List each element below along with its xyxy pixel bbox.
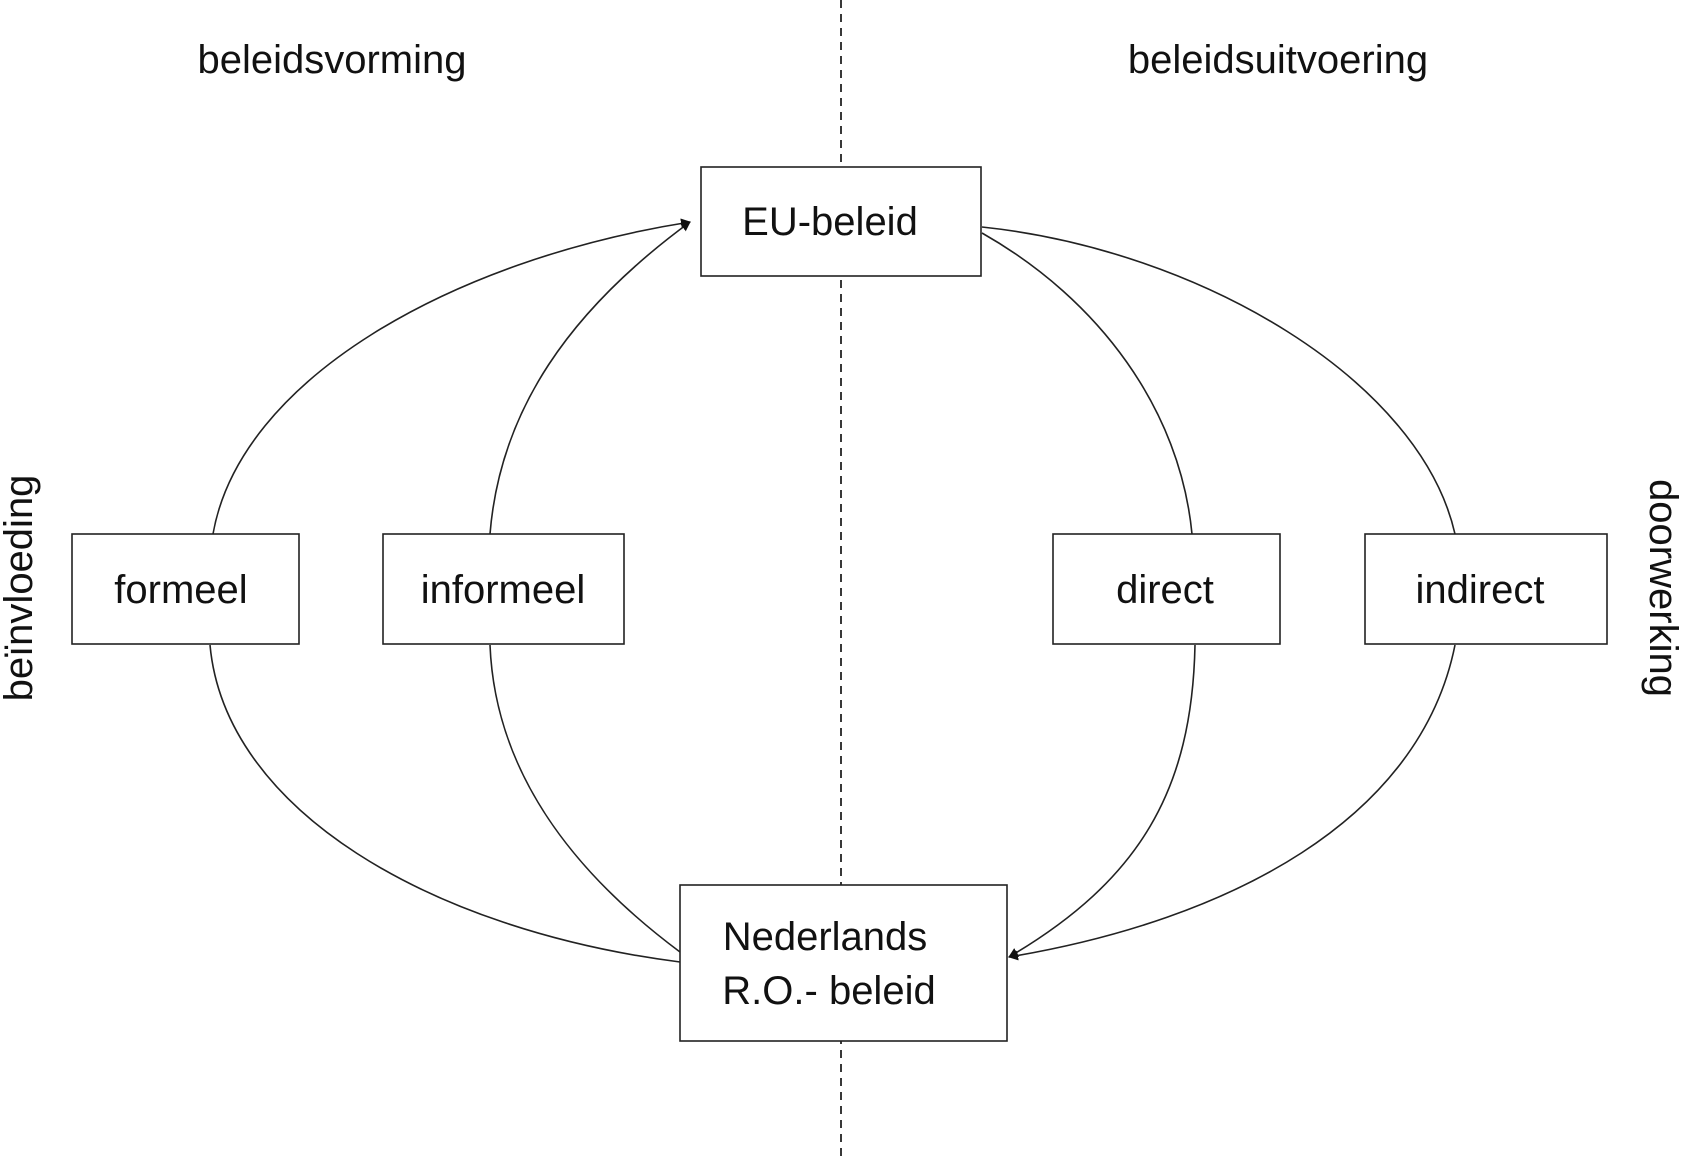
connector-eu-indirect: [981, 226, 1456, 535]
connector-direct-nl: [1008, 644, 1196, 958]
header-beleidsuitvoering: beleidsuitvoering: [1128, 38, 1428, 82]
node-nederlands-label-line2: R.O.- beleid: [722, 969, 935, 1013]
connector-nl-formeel: [209, 644, 681, 963]
node-eu-beleid: EU-beleid: [700, 166, 982, 277]
node-formeel: formeel: [71, 533, 300, 645]
node-indirect: indirect: [1364, 533, 1608, 645]
node-formeel-label: formeel: [114, 568, 247, 612]
node-nederlands-label-line1: Nederlands: [723, 915, 928, 959]
connector-formeel-eu: [212, 218, 691, 535]
side-label-beinvloeding: beïnvloeding: [0, 475, 41, 702]
header-beleidsvorming: beleidsvorming: [197, 38, 466, 82]
node-informeel-label: informeel: [421, 568, 586, 612]
side-label-doorwerking: doorwerking: [1641, 479, 1683, 697]
connector-eu-direct: [981, 232, 1193, 535]
node-indirect-label: indirect: [1416, 568, 1545, 612]
node-informeel: informeel: [382, 533, 625, 645]
node-eu-beleid-label: EU-beleid: [742, 200, 918, 244]
node-nederlands-ro-beleid: Nederlands R.O.- beleid: [679, 884, 1008, 1042]
connector-indirect-nl: [1008, 644, 1456, 961]
connector-nl-informeel: [489, 644, 681, 953]
node-direct-label: direct: [1116, 568, 1214, 612]
connector-informeel-eu: [489, 221, 691, 535]
node-direct: direct: [1052, 533, 1281, 645]
